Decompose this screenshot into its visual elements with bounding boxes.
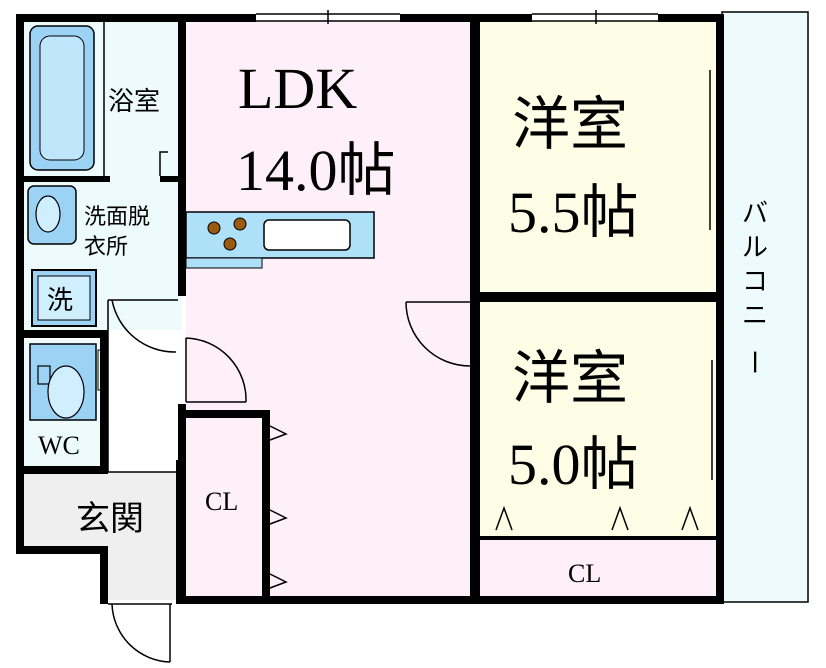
balcony-char: バ: [742, 199, 768, 228]
windows: [256, 10, 713, 480]
bath-door: [159, 151, 168, 176]
balcony-char: ル: [742, 233, 768, 262]
western-room-2-area: [478, 300, 718, 540]
toilet: [29, 343, 105, 421]
closet-western-label: CL: [568, 559, 601, 588]
bathtub-inner: [39, 35, 85, 161]
ldk-size: 14.0帖: [236, 138, 396, 203]
western-room-2-label: 洋室: [512, 346, 628, 411]
balcony-label: バ ル コ ニ ー: [739, 199, 768, 375]
wash-basin: [27, 185, 77, 245]
washroom-label-line1: 洗面脱: [84, 204, 150, 229]
balcony-char: ニ: [742, 301, 768, 330]
doors: [107, 150, 699, 663]
western-room-2-size: 5.0帖: [508, 432, 639, 497]
bath-label: 浴室: [108, 87, 160, 116]
burner: [233, 217, 247, 231]
washroom-label-line2: 衣所: [84, 234, 128, 259]
laundry-label: 洗: [47, 286, 73, 315]
western-room-1-size: 5.5帖: [508, 180, 639, 245]
balcony-char: ー: [739, 349, 768, 375]
ldk-label: LDK: [238, 56, 357, 121]
western-room-1-area: [478, 20, 718, 296]
balcony-char: コ: [742, 267, 768, 296]
entrance-area: [20, 472, 178, 548]
entrance-label: 玄関: [76, 500, 144, 538]
walls: [16, 14, 724, 604]
kitchen-counter: [185, 211, 375, 269]
closet-western-area: [478, 540, 718, 600]
kitchen-sink: [263, 219, 351, 251]
wc-label: WC: [38, 431, 80, 460]
closet-ldk-label: CL: [205, 487, 238, 516]
burner: [207, 221, 221, 235]
burner: [223, 237, 237, 251]
entrance-step-area: [104, 548, 178, 600]
balcony-area: [721, 11, 809, 603]
western-room-1-label: 洋室: [512, 92, 628, 157]
closet-ldk-area: [186, 418, 266, 600]
